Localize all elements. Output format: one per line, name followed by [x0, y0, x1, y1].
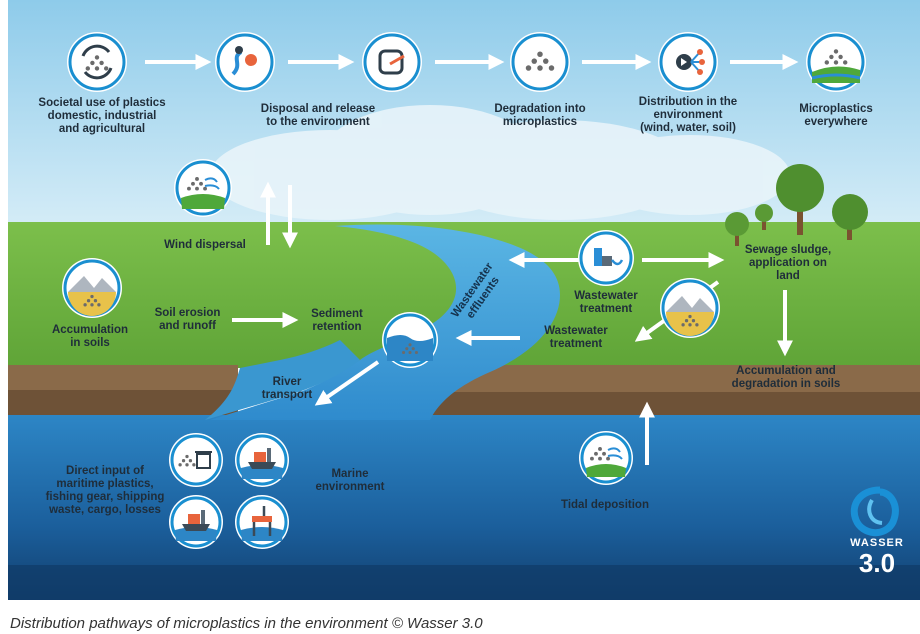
- particles-landscape-icon: [806, 32, 866, 92]
- label-step-4: Distribution in the environment (wind, w…: [638, 96, 738, 134]
- cargo-ship-icon: [169, 495, 223, 549]
- water-particles-icon: [382, 312, 438, 368]
- label-river-transport: River transport: [261, 376, 313, 401]
- label-accumulation-soils: Accumulation in soils: [51, 324, 129, 349]
- logo-number: 3.0: [858, 548, 896, 578]
- particles-icon: [510, 32, 570, 92]
- label-step-3: Degradation into microplastics: [494, 103, 586, 128]
- label-wind-dispersal: Wind dispersal: [164, 239, 246, 251]
- trees-icon: [725, 164, 868, 246]
- label-accumulation-degradation: Accumulation and degradation in soils: [731, 365, 841, 390]
- wind-particles-icon: [174, 159, 232, 217]
- route-pin-icon: [215, 32, 275, 92]
- recycle-cycle-icon: [67, 32, 127, 92]
- label-direct-input: Direct input of maritime plastics, fishi…: [45, 465, 165, 516]
- label-wastewater-treatment-1: Wastewater treatment: [574, 290, 638, 315]
- label-sewage-sludge: Sewage sludge, application on land: [744, 244, 832, 282]
- figure-caption: Distribution pathways of microplastics i…: [10, 615, 483, 632]
- label-tidal-deposition: Tidal deposition: [561, 499, 649, 511]
- logo-wasser-text: WASSER: [850, 537, 904, 549]
- oil-rig-icon: [235, 495, 289, 549]
- dispose-box-icon: [362, 32, 422, 92]
- ship-icon: [235, 433, 289, 487]
- label-step-5: Microplastics everywhere: [799, 103, 873, 128]
- river: [210, 224, 560, 420]
- label-soil-erosion: Soil erosion and runoff: [154, 307, 221, 332]
- label-sediment-retention: Sediment retention: [311, 308, 363, 333]
- label-wastewater-treatment-2: Wastewater treatment: [544, 325, 608, 350]
- sludge-field-icon: [660, 278, 720, 338]
- dumpster-icon: [169, 433, 223, 487]
- wasser-logo-icon: [850, 486, 899, 537]
- tidal-wind-icon: [579, 431, 633, 485]
- label-step-2: Disposal and release to the environment: [260, 103, 376, 128]
- flow-arrows: [232, 181, 793, 465]
- label-marine-environment: Marine environment: [315, 468, 385, 493]
- label-step-1: Societal use of plastics domestic, indus…: [38, 97, 166, 135]
- soil-accumulation-icon: [62, 258, 122, 318]
- distribution-icon: [658, 32, 718, 92]
- treatment-plant-icon: [578, 230, 634, 286]
